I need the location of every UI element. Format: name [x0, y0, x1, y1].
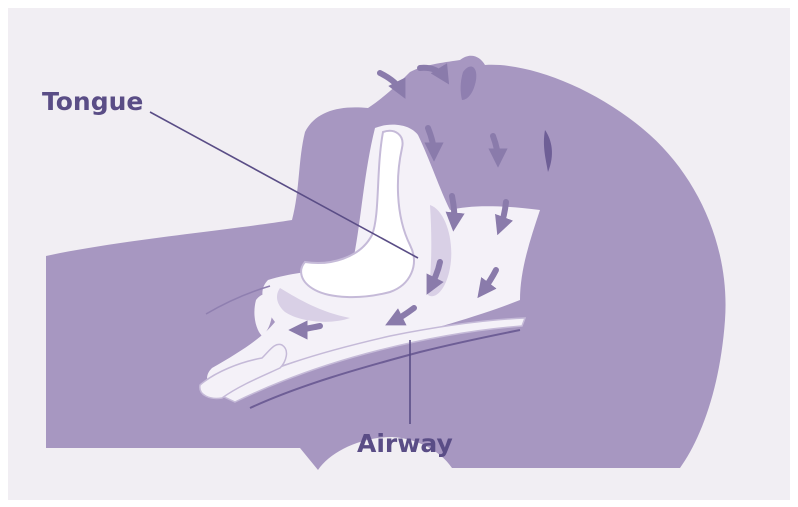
airway-label: Airway [357, 429, 453, 458]
tongue-label: Tongue [42, 87, 143, 116]
arrow-throat-1 [452, 196, 454, 224]
